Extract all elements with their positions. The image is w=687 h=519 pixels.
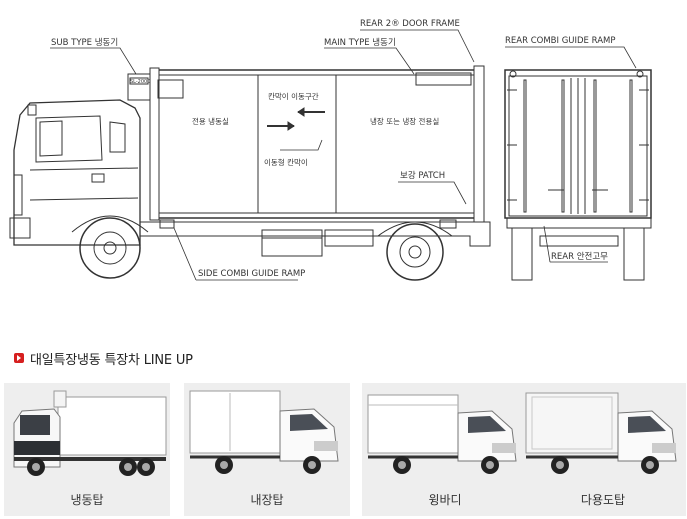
insulated-truck-icon [189,390,339,474]
label-side-combi-guide-ramp: SIDE COMBI GUIDE RAMP [198,269,305,279]
wing-body-truck-icon [367,394,517,474]
truck-technical-diagram: SUB TYPE 냉동기 REAR 2® DOOR FRAME MAIN TYP… [9,19,652,281]
leader-lines [50,29,637,281]
label-rear-safety-rubber: REAR 안전고무 [551,251,608,262]
lineup-title: 대일특장냉동 특장차 LINE UP [30,352,193,368]
lineup-name: 내장탑 [250,493,284,507]
main-type-cooler [415,72,472,86]
lineup-name: 다용도탑 [580,493,626,507]
label-sub-type: SUB TYPE 냉동기 [51,37,118,48]
label-partition-move-zone: 칸막이 이동구간 [268,91,319,101]
lineup-card-refrigerated[interactable]: 냉동탑 [4,383,170,516]
lineup-gallery: 냉동탑 내장탑 윙바디 [4,383,686,516]
rear-view-truck [504,69,652,281]
lineup-heading: 대일특장냉동 특장차 LINE UP [14,350,193,368]
label-reinforce-patch: 보강 PATCH [400,170,445,181]
side-view-truck [9,65,491,281]
multi-purpose-truck-icon [525,392,677,474]
lineup-card-wing-body[interactable]: 윙바디 [362,383,528,516]
red-bullet-icon [14,353,24,363]
label-unit-logo: SL-2000 [130,79,150,85]
label-movable-partition: 이동형 칸막이 [264,157,308,167]
label-chiller-or-storage: 냉장 또는 냉장 전용실 [370,116,439,126]
label-rear-combi-guide-ramp: REAR COMBI GUIDE RAMP [505,36,615,46]
label-dedicated-freezer: 전용 냉동실 [192,116,229,126]
label-main-type: MAIN TYPE 냉동기 [324,37,396,48]
lineup-name: 윙바디 [428,493,462,507]
rear-wheel [386,223,444,281]
lineup-card-multi-purpose[interactable]: 다용도탑 [520,383,686,516]
label-rear-door-frame: REAR 2® DOOR FRAME [360,19,460,29]
front-wheel [79,217,141,279]
lineup-name: 냉동탑 [70,493,104,507]
refrigerated-truck-icon [13,390,167,476]
lineup-card-insulated[interactable]: 내장탑 [184,383,350,516]
